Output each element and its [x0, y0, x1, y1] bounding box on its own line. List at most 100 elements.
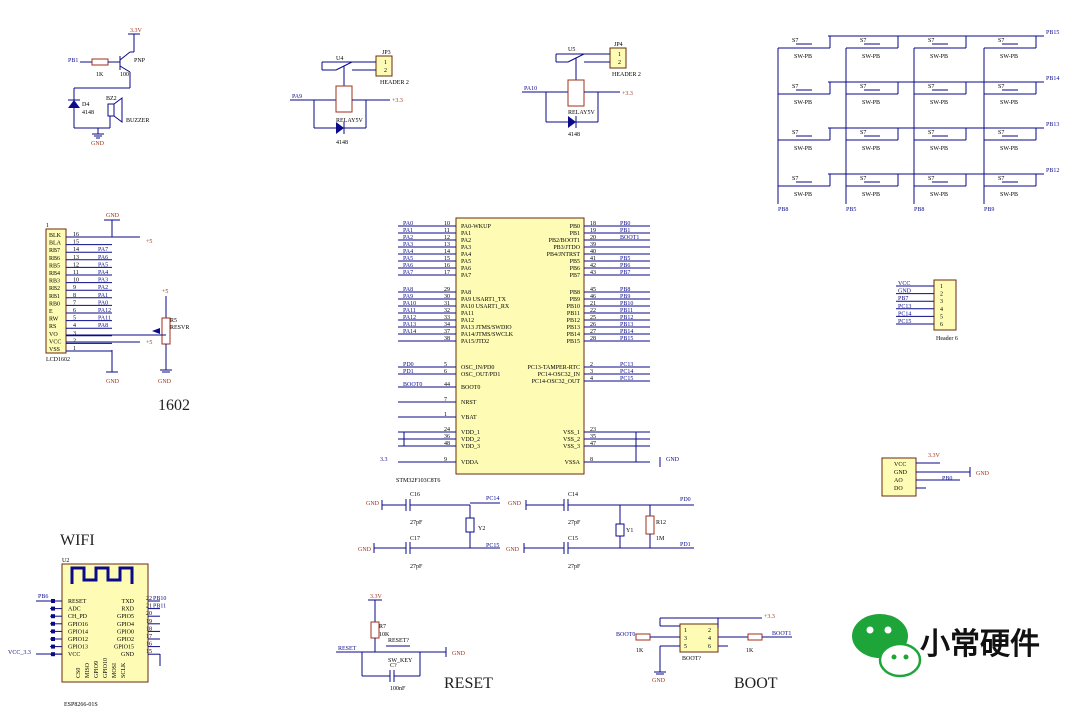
mcu-right-pin-name: PB0: [570, 224, 580, 230]
mcu-left-pin-number: 33: [444, 315, 450, 321]
wifi-right-pin: GPIO5: [117, 614, 134, 620]
keypad-col-net: PB9: [984, 207, 994, 213]
mcu-right-net: PB12: [620, 315, 633, 321]
relay2-diode-label: 4148: [568, 132, 580, 138]
relay2-vcc-label: +3.3: [622, 91, 633, 97]
mcu-left-pin-name: VDDA: [461, 460, 479, 466]
reset-resistor: [370, 621, 380, 639]
boot-b1: BOOT1: [772, 631, 791, 637]
mcu-right-pin-name: PB3/JTDO: [553, 245, 580, 251]
wifi-right-pin: GPIO2: [117, 637, 134, 643]
keypad-switch-type: SW-PB: [862, 146, 880, 152]
lcd-pin1-marker: 1: [46, 223, 49, 229]
wifi-bottom-pin: GPIO9: [94, 661, 100, 678]
osc-gnd-1: GND: [366, 501, 380, 507]
lcd-pin-number: 4: [73, 323, 76, 329]
wifi-right-pin: GPIO0: [117, 629, 134, 635]
lcd-pin-number: 15: [73, 240, 79, 246]
mcu-left-pin-number: 44: [444, 382, 450, 388]
header6-pin-number: 3: [940, 299, 943, 305]
wifi-right-net: PB10: [153, 596, 166, 602]
boot-n3: 3: [684, 636, 687, 642]
wifi-bottom-pin: CS0: [76, 668, 82, 678]
osc-c17-val: 27pF: [410, 564, 423, 570]
keypad-switch-label: S7: [998, 130, 1004, 136]
lcd-pin-number: 9: [73, 285, 76, 291]
mcu-left-net: 3.3: [380, 457, 388, 463]
lcd-pin-number: 5: [73, 316, 76, 322]
lcd-pin-name: RB5: [49, 263, 60, 269]
keypad-switch-label: S7: [928, 130, 934, 136]
mcu-right-pin-name: VSS_3: [563, 444, 580, 450]
lcd-pin-number: 14: [73, 247, 79, 253]
boot-n1: 1: [684, 628, 687, 634]
relay1-header: [375, 55, 393, 77]
relay2-header: [609, 47, 627, 69]
mcu-right-pin-number: 23: [590, 427, 596, 433]
lcd-pin-name: RB1: [49, 294, 60, 300]
mcu-right-net: PB11: [620, 308, 633, 314]
relay1-net-label: PA9: [292, 94, 302, 100]
mcu-right-pin-name: PB12: [567, 318, 580, 324]
keypad-row-net: PB13: [1046, 122, 1059, 128]
boot-hdr: BOOT?: [682, 656, 701, 662]
lcd-pin-number: 16: [73, 232, 79, 238]
lcd-pin-net: PA6: [98, 255, 108, 261]
buzzer-vcc-label: 3.3V: [130, 28, 143, 34]
reset-c: C?: [390, 663, 397, 669]
mcu-right-pin-number: 4: [590, 376, 593, 382]
boot-circuit: +3.3 1 2 3 4 5 6 BOOT? BOOT0 1K 1K BOOT1…: [616, 614, 792, 692]
boot-n2: 2: [708, 628, 711, 634]
wifi-left-pin: GPIO14: [68, 629, 88, 635]
mcu-left-net: PA4: [403, 249, 413, 255]
keypad-switch-type: SW-PB: [1000, 146, 1018, 152]
wifi-left-pin: GPIO16: [68, 622, 88, 628]
keypad-switch-label: S7: [928, 176, 934, 182]
mcu-left-pin-number: 14: [444, 249, 450, 255]
mcu-left-pin-number: 36: [444, 434, 450, 440]
mcu-right-net: PC15: [620, 376, 633, 382]
reset-cv: 100nF: [390, 686, 406, 692]
mcu-right-pin-name: PB4/JNTRST: [547, 252, 581, 258]
mcu-left-pin-number: 29: [444, 287, 450, 293]
boot-header: [679, 623, 719, 653]
mcu-left-pin-number: 15: [444, 256, 450, 262]
mcu-left-pin-name: PA10 USART1_RX: [461, 304, 510, 310]
keypad-switch-type: SW-PB: [930, 100, 948, 106]
mcu-left-net: PA8: [403, 287, 413, 293]
mcu-right-pin-number: 40: [590, 249, 596, 255]
reset-sw: RESET?: [388, 638, 409, 644]
lcd-pin-number: 13: [73, 255, 79, 261]
mcu-left-pin-name: PA2: [461, 238, 471, 244]
lcd-pin-name: BLK: [49, 233, 62, 239]
mcu-left-pin-name: PA14/JTMS/SWCLK: [461, 332, 514, 338]
buzzer-circuit: PB1 1K 3.3V PNP 100 D4 4148 BZ2 BUZZER G…: [68, 28, 149, 147]
reset-gnd: GND: [452, 651, 466, 657]
mcu-left-net: BOOT0: [403, 382, 422, 388]
keypad-matrix: PB15S7SW-PBS7SW-PBS7SW-PBS7SW-PBPB14S7SW…: [777, 30, 1059, 213]
header6-pin-number: 4: [940, 307, 943, 313]
mcu-right-pin-name: PC13-TAMPER-RTC: [528, 365, 581, 371]
buzzer-diode-icon: [68, 100, 80, 108]
keypad-switch-label: S7: [928, 84, 934, 90]
header6-net: GND: [898, 289, 912, 295]
osc-c14: C14: [568, 492, 578, 498]
mcu-right-pin-name: VSSA: [565, 460, 581, 466]
keypad-col-net: PB5: [846, 207, 856, 213]
mcu-left-pin-name: PA8: [461, 290, 471, 296]
lcd-pin-number: 10: [73, 278, 79, 284]
wifi-bottom-pin: MOSI: [112, 663, 118, 678]
mcu-left-pin-number: 31: [444, 301, 450, 307]
wifi-right-pin: GND: [121, 652, 135, 658]
lcd-pin-net: PA7: [98, 247, 108, 253]
lcd-pot-gnd: GND: [158, 379, 172, 385]
keypad-switch-label: S7: [860, 38, 866, 44]
keypad-switch-type: SW-PB: [794, 192, 812, 198]
lcd-ground-label: GND: [106, 379, 120, 385]
osc-pd0: PD0: [680, 497, 691, 503]
mcu-right-pin-number: 45: [590, 287, 596, 293]
mcu-right-pin-number: 26: [590, 322, 596, 328]
mcu-left-net: PD0: [403, 362, 414, 368]
mcu-left-net: PA11: [403, 308, 416, 314]
